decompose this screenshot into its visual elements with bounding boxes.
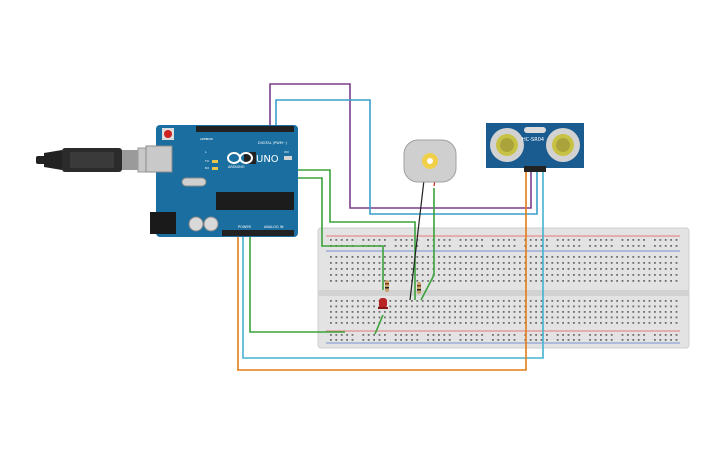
breadboard[interactable]	[317, 227, 690, 349]
red-led[interactable]	[378, 298, 388, 309]
power-label: POWER	[238, 225, 252, 229]
green-wire-3	[249, 232, 345, 333]
arduino-logo-icon	[227, 152, 253, 164]
green-wire-4	[374, 314, 384, 335]
resistor-2[interactable]	[417, 282, 421, 294]
hc-sr04-sensor[interactable]: HC-SR04	[486, 123, 584, 172]
wires	[237, 83, 544, 371]
usb-cable	[36, 147, 161, 173]
purple-wire	[269, 83, 532, 209]
orange-wire	[237, 170, 527, 371]
aref-label: AREF	[200, 137, 208, 141]
on-label: ON	[284, 150, 289, 154]
breadboard-holes	[330, 239, 678, 341]
l-label: L	[205, 150, 207, 154]
dc-motor[interactable]	[403, 139, 457, 183]
digital-label: DIGITAL (PWM~)	[258, 141, 288, 145]
resistor-1[interactable]	[385, 280, 389, 292]
sensor-transducer-left-icon	[490, 128, 524, 162]
green-wire-5	[420, 188, 435, 301]
arduino-brand-text: ARDUINO	[228, 165, 245, 169]
motor-lead-black	[409, 179, 425, 301]
sensor-label: HC-SR04	[522, 137, 544, 143]
sensor-transducer-right-icon	[546, 128, 580, 162]
analog-in-label: ANALOG IN	[264, 225, 284, 229]
blue-wire	[275, 99, 538, 215]
uno-logo-text: UNO	[256, 154, 279, 165]
reset-button[interactable]	[164, 130, 172, 138]
rx-label: RX	[205, 166, 209, 170]
gnd-label: GND	[206, 137, 214, 141]
arduino-uno-board[interactable]: UNO ARDUINO DIGITAL (PWM~) POWER ANALOG …	[145, 125, 298, 237]
tx-label: TX	[204, 159, 209, 163]
light-blue-wire	[242, 170, 544, 359]
